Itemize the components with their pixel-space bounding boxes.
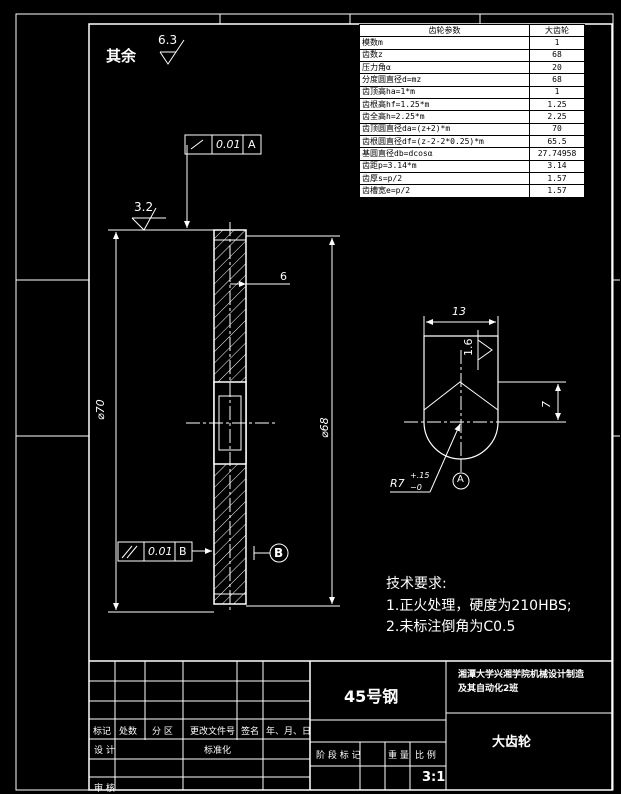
- tb-review: 审 核: [94, 784, 115, 794]
- param-name: 齿根高hf=1.25*m: [359, 98, 530, 112]
- top-tolerance-value: 0.01: [216, 138, 241, 151]
- param-name: 齿根圆直径df=(z-2-2*0.25)*m: [359, 135, 530, 149]
- param-value: 1.57: [529, 172, 585, 186]
- param-name: 齿数z: [359, 48, 530, 63]
- keyway-width-value: 13: [452, 305, 466, 318]
- top-tolerance-datum: A: [248, 138, 256, 151]
- param-name: 齿厚s=p/2: [359, 172, 530, 186]
- datum-b-symbol: [253, 543, 289, 563]
- tech-requirement-item: 2.未标注倒角为C0.5: [386, 619, 516, 635]
- param-value: 1: [529, 36, 585, 50]
- keyway-width-dim: [423, 316, 499, 336]
- param-name: 基圆直径db=dcosα: [359, 147, 530, 161]
- rest-roughness-symbol: [159, 39, 185, 65]
- tb-zone: 分 区: [152, 727, 173, 737]
- param-value: 27.74958: [529, 147, 585, 161]
- rest-roughness-label: 其余: [106, 47, 137, 65]
- bore-roughness-symbol: [477, 330, 493, 370]
- rest-roughness-value: 6.3: [158, 33, 178, 47]
- param-value: 1.25: [529, 98, 585, 112]
- tb-date: 年、月、日: [266, 727, 312, 737]
- param-name: 齿槽宽e=p/2: [359, 184, 530, 198]
- tb-ratio: 比 例: [415, 751, 436, 761]
- table-header-value: 大齿轮: [529, 23, 585, 38]
- bottom-tolerance-datum: B: [179, 545, 187, 558]
- tb-standard: 标准化: [204, 746, 232, 756]
- param-value: 2.25: [529, 110, 585, 124]
- tb-design: 设 计: [94, 746, 115, 756]
- radius-value: R7: [390, 477, 405, 490]
- top-tolerance-frame: [184, 134, 262, 228]
- school-label: 湘潭大学兴湘学院机械设计制造及其自动化2班: [458, 670, 585, 694]
- tb-stage: 阶 段 标 记: [316, 751, 361, 761]
- param-name: 齿全高h=2.25*m: [359, 110, 530, 124]
- tb-change-doc: 更改文件号: [190, 727, 236, 737]
- param-value: 1: [529, 85, 585, 100]
- tb-weight: 重 量: [388, 751, 409, 761]
- zone-ticks: [16, 14, 620, 437]
- scale-value: 3:1: [422, 770, 446, 785]
- outer-diameter-value: ⌀70: [94, 399, 107, 420]
- outer-diameter-dim: [108, 229, 214, 613]
- table-header-param: 齿轮参数: [359, 23, 530, 38]
- bottom-tolerance-value: 0.01: [148, 545, 173, 558]
- tb-count: 处数: [119, 727, 138, 737]
- param-value: 68: [529, 48, 585, 63]
- bore-roughness-value: 1.6: [462, 338, 475, 357]
- param-name: 齿顶圆直径da=(z+2)*m: [359, 122, 530, 137]
- datum-b-label: B: [274, 546, 284, 560]
- param-value: 1.57: [529, 184, 585, 198]
- title-block: [89, 660, 612, 790]
- tech-requirement-item: 1.正火处理，硬度为210HBS;: [386, 598, 572, 614]
- radius-leader: [390, 423, 461, 493]
- radius-tol-upper: +.15: [410, 471, 430, 480]
- face-roughness-value: 3.2: [134, 200, 154, 214]
- bottom-tolerance-frame: [117, 541, 212, 562]
- datum-a-label: A: [457, 474, 464, 485]
- thickness-value: 6: [280, 270, 287, 283]
- param-name: 分度圆直径d=mz: [359, 73, 530, 87]
- inner-diameter-dim: [246, 235, 340, 607]
- param-value: 20: [529, 61, 585, 75]
- param-name: 齿顶高ha=1*m: [359, 85, 530, 100]
- part-name-label: 大齿轮: [492, 735, 532, 750]
- param-value: 3.14: [529, 159, 585, 174]
- radius-tol-lower: −0: [410, 483, 422, 492]
- keyway-detail-view: [404, 335, 520, 470]
- param-name: 齿距p=3.14*m: [359, 159, 530, 174]
- tech-requirements-title: 技术要求:: [386, 576, 447, 592]
- datum-a-symbol: [452, 460, 470, 490]
- tb-signature: 签名: [241, 727, 260, 737]
- keyway-height-dim: [498, 381, 566, 423]
- tb-mark: 标记: [93, 727, 112, 737]
- param-name: 模数m: [359, 36, 530, 50]
- param-name: 压力角α: [359, 61, 530, 75]
- param-value: 68: [529, 73, 585, 87]
- param-value: 70: [529, 122, 585, 137]
- param-value: 65.5: [529, 135, 585, 149]
- gear-section-view: [186, 222, 276, 612]
- keyway-height-value: 7: [540, 401, 553, 408]
- material-label: 45号钢: [344, 687, 399, 706]
- inner-diameter-value: ⌀68: [318, 417, 331, 438]
